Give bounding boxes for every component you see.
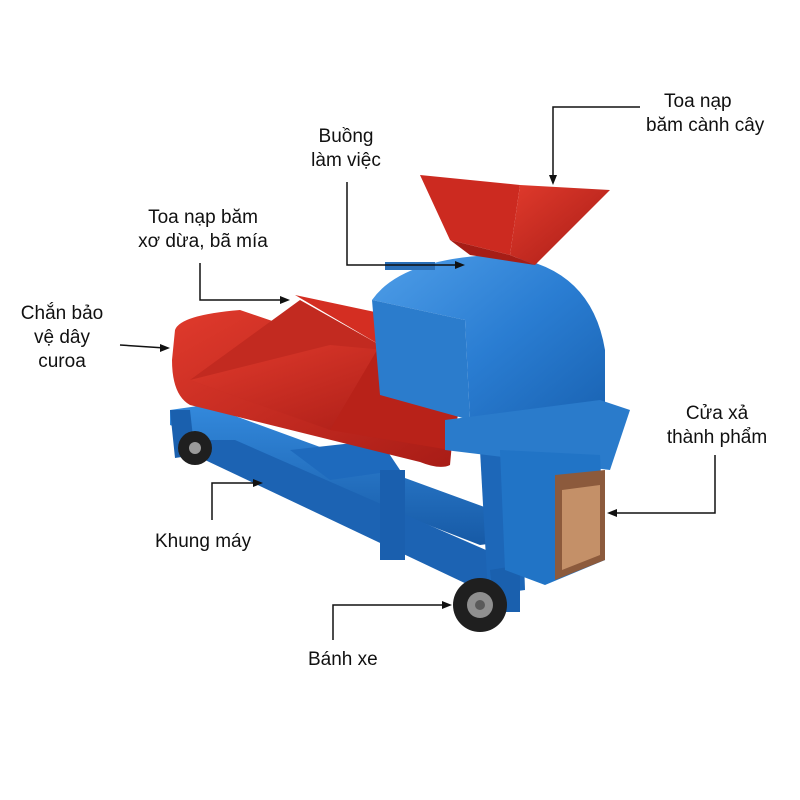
chamber-drum	[372, 255, 605, 445]
label-toa-nap-xo-dua: Toa nạp băm xơ dừa, bã mía	[118, 206, 288, 254]
frame-lower-beam	[205, 440, 520, 595]
label-cua-xa: Cửa xả thành phẩm	[660, 402, 774, 450]
chamber-handle	[385, 262, 435, 270]
leader-arrowheads	[160, 175, 617, 609]
label-buong-lam-viec-line2: làm việc	[311, 150, 381, 171]
label-banh-xe-line1: Bánh xe	[308, 649, 378, 670]
arrowhead-khung-may	[253, 479, 263, 487]
leader-lines	[119, 106, 716, 640]
chamber-base-plate	[445, 400, 630, 470]
leader-line-toa-nap-xo-dua	[199, 263, 285, 301]
label-buong-lam-viec: Buồng làm việc	[300, 125, 392, 173]
arrowhead-banh-xe	[442, 601, 452, 609]
leader-line-buong-lam-viec	[346, 182, 460, 266]
arrowhead-toa-nap-canh-cay	[549, 175, 557, 185]
label-toa-nap-canh-cay: Toa nạp băm cành cây	[646, 90, 764, 138]
wheel-front-hub	[189, 442, 201, 454]
arrowhead-chan-bao-ve	[160, 344, 170, 352]
frame-cross-member	[380, 470, 405, 560]
arrowhead-cua-xa	[607, 509, 617, 517]
wheel-rear-hub	[475, 600, 485, 610]
wheel-front	[178, 431, 212, 465]
arrowhead-toa-nap-xo-dua	[280, 296, 290, 304]
label-khung-may-line1: Khung máy	[155, 531, 252, 552]
label-chan-bao-ve-line1: Chắn bảo	[20, 303, 104, 324]
label-chan-bao-ve: Chắn bảo vệ dây curoa	[8, 302, 116, 374]
leader-line-chan-bao-ve	[119, 344, 166, 349]
label-cua-xa-line2: thành phẩm	[666, 427, 768, 448]
outlet-mouth-inner	[562, 485, 600, 570]
label-cua-xa-line1: Cửa xả	[685, 403, 749, 424]
leader-line-khung-may	[211, 482, 258, 520]
leader-line-toa-nap-canh-cay	[552, 106, 640, 180]
hopper-branch-neck	[450, 240, 535, 265]
label-toa-nap-xo-dua-line1: Toa nạp băm	[148, 207, 258, 228]
label-toa-nap-canh-cay-line2: băm cành cây	[646, 115, 765, 136]
feeder-hopper-branch	[420, 175, 610, 265]
arrowhead-buong-lam-viec	[455, 261, 465, 269]
label-banh-xe: Bánh xe	[308, 648, 378, 672]
working-chamber	[372, 255, 630, 470]
discharge-outlet	[500, 450, 605, 585]
hopper-branch-left	[420, 175, 520, 255]
leader-line-cua-xa	[612, 455, 716, 514]
label-toa-nap-canh-cay-line1: Toa nạp	[664, 91, 732, 112]
chamber-face	[372, 300, 470, 420]
hopper-branch-right	[510, 185, 610, 265]
label-khung-may: Khung máy	[155, 530, 251, 554]
label-chan-bao-ve-line2: vệ dây	[34, 327, 90, 348]
label-buong-lam-viec-line1: Buồng	[318, 126, 374, 147]
label-toa-nap-xo-dua-line2: xơ dừa, bã mía	[138, 231, 268, 252]
leader-line-banh-xe	[332, 604, 447, 640]
label-chan-bao-ve-line3: curoa	[38, 351, 86, 372]
wheel-rear	[453, 578, 507, 632]
